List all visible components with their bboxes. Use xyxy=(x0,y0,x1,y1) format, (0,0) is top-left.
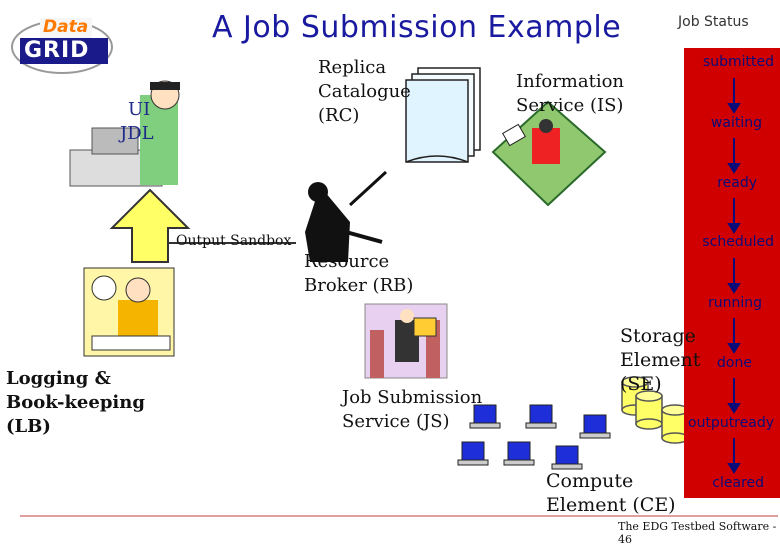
footer-text: The EDG Testbed Software - 46 xyxy=(618,520,777,546)
job-status-track xyxy=(684,48,780,498)
datagrid-logo xyxy=(11,18,113,74)
se-label-line: Storage xyxy=(620,325,696,347)
is-label-line: Service (IS) xyxy=(516,95,624,116)
se-disks-illustration xyxy=(621,376,689,444)
lb-label-line: Book-keeping xyxy=(6,392,145,413)
status-scheduled: scheduled xyxy=(702,234,774,250)
rb-label-line: Broker (RB) xyxy=(304,275,414,296)
status-waiting: waiting xyxy=(710,115,762,131)
ui-label: UI xyxy=(128,99,151,120)
lb-label-line: (LB) xyxy=(6,416,51,437)
ce-computers-illustration xyxy=(457,404,611,470)
rb-conductor-illustration xyxy=(305,170,388,262)
status-submitted: submitted xyxy=(702,54,774,70)
se-label: Storage Element (SE) xyxy=(620,324,700,396)
status-cleared: cleared xyxy=(712,475,764,491)
rc-label: Replica Catalogue (RC) xyxy=(318,56,411,128)
job-status-heading: Job Status xyxy=(678,14,749,30)
rc-label-line: Replica xyxy=(318,57,387,78)
lb-label: Logging & Book-keeping (LB) xyxy=(6,367,145,439)
ui-user-illustration xyxy=(69,80,180,187)
page-title: A Job Submission Example xyxy=(212,10,622,45)
js-illustration xyxy=(364,303,448,379)
status-running: running xyxy=(707,295,762,311)
logo-grid-text: GRID xyxy=(24,38,90,63)
rc-documents-illustration xyxy=(405,67,481,163)
is-illustration xyxy=(491,100,607,207)
is-label-line: Information xyxy=(516,71,625,92)
rb-label: Resource Broker (RB) xyxy=(304,250,413,298)
status-ready: ready xyxy=(717,175,757,191)
ce-label-line: Compute xyxy=(546,470,634,492)
ce-label-line: Element (CE) xyxy=(546,494,676,516)
output-sandbox-label: Output Sandbox xyxy=(176,233,292,249)
output-sandbox-arrow xyxy=(109,188,296,263)
logo-data-text: Data xyxy=(43,17,89,37)
is-label: Information Service (IS) xyxy=(516,70,624,118)
lb-label-line: Logging & xyxy=(6,368,111,389)
rc-label-line: Catalogue xyxy=(318,81,411,102)
status-done: done xyxy=(717,355,752,371)
js-label: Job Submission Service (JS) xyxy=(342,386,482,434)
ce-label: Compute Element (CE) xyxy=(546,469,676,517)
se-label-line: Element xyxy=(620,349,701,371)
jdl-label: JDL xyxy=(120,123,154,144)
status-outputready: outputready xyxy=(688,415,774,431)
se-label-line: (SE) xyxy=(620,373,662,395)
lb-illustration xyxy=(83,267,175,357)
rb-label-line: Resource xyxy=(304,251,390,272)
js-label-line: Service (JS) xyxy=(342,411,450,432)
js-label-line: Job Submission xyxy=(342,387,483,408)
rc-label-line: (RC) xyxy=(318,105,360,126)
